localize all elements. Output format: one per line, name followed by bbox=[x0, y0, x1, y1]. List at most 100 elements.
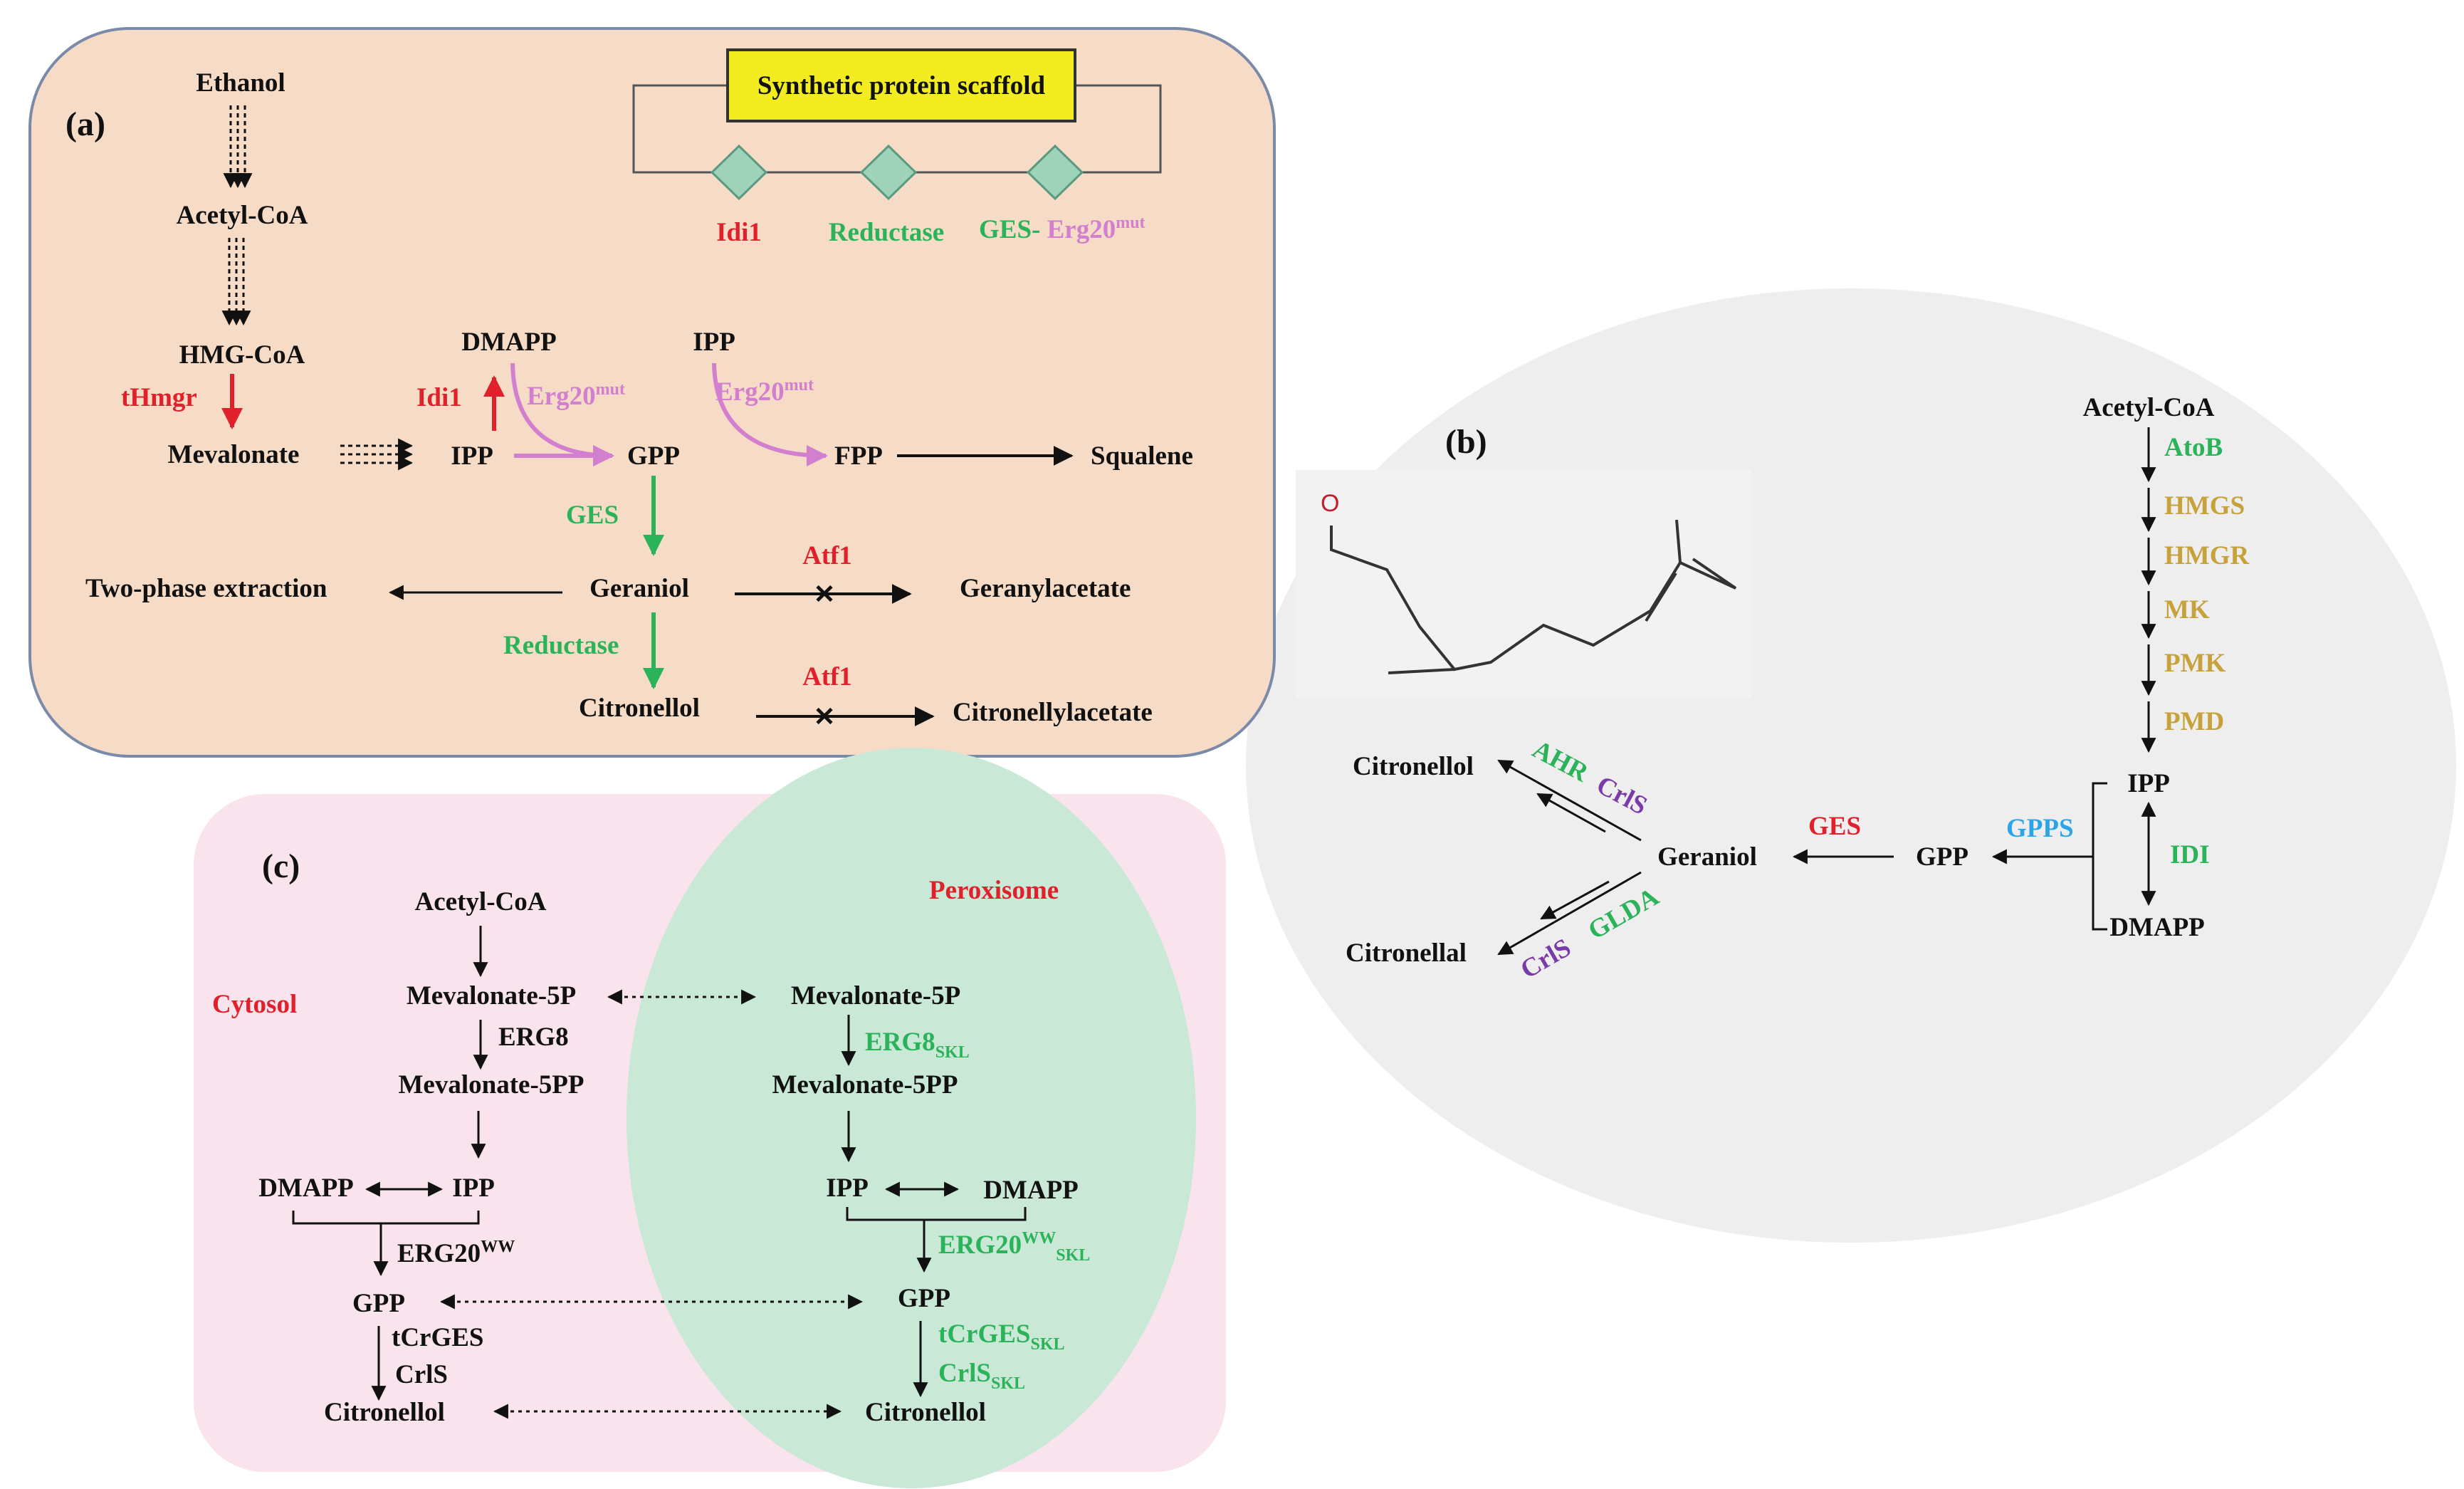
scaffold-ges-erg20: GES- Erg20mut bbox=[979, 214, 1146, 244]
fpp-label: FPP bbox=[834, 442, 883, 471]
b-enzyme-pmd: PMD bbox=[2164, 707, 2224, 736]
skeleton-methyl-2 bbox=[1675, 519, 1682, 563]
c-mev5pp: Mevalonate-5PP bbox=[399, 1070, 584, 1099]
b-geraniol: Geraniol bbox=[1657, 842, 1757, 872]
geranylacetate-label: Geranylacetate bbox=[960, 574, 1131, 603]
c-crls: CrlS bbox=[395, 1360, 448, 1389]
molecule-oxygen: O bbox=[1321, 490, 1339, 517]
skeleton-methyl-1 bbox=[1388, 668, 1455, 674]
p-ipp: IPP bbox=[826, 1174, 869, 1203]
erg20-label-1: Erg20mut bbox=[527, 380, 625, 411]
squalene-label: Squalene bbox=[1091, 442, 1193, 471]
atf1-label-2: Atf1 bbox=[802, 662, 852, 691]
mevalonate-label: Mevalonate bbox=[168, 440, 300, 469]
c-ipp: IPP bbox=[452, 1174, 495, 1203]
ges-label: GES bbox=[566, 501, 619, 530]
acetyl-coa-label: Acetyl-CoA bbox=[177, 201, 308, 230]
c-dmapp: DMAPP bbox=[258, 1174, 354, 1203]
scaffold-diamond-3 bbox=[1026, 144, 1084, 201]
panel-a: (a) Synthetic protein scaffold Idi1 Redu… bbox=[28, 27, 1276, 758]
c-cytosol: Cytosol bbox=[212, 990, 297, 1019]
p-gpp: GPP bbox=[898, 1284, 950, 1313]
p-crls: CrlSSKL bbox=[938, 1359, 1025, 1393]
c-acetyl-coa: Acetyl-CoA bbox=[415, 887, 547, 916]
hmg-coa-label: HMG-CoA bbox=[179, 340, 305, 370]
citronellol-label: Citronellol bbox=[579, 694, 700, 723]
geraniol-label: Geraniol bbox=[589, 574, 689, 603]
b-enzyme-pmk: PMK bbox=[2164, 649, 2226, 678]
b-to-citronellal-arrow bbox=[1497, 871, 1642, 956]
dotted-arrow-acetyl bbox=[221, 238, 251, 326]
skeleton-double-bond bbox=[1645, 572, 1677, 622]
dotted-arrow-ethanol bbox=[223, 105, 253, 189]
scaffold-reductase: Reductase bbox=[829, 218, 944, 247]
scaffold-title: Synthetic protein scaffold bbox=[757, 71, 1046, 100]
b-to-citronellal-arrow-2 bbox=[1540, 880, 1610, 920]
idi1-label: Idi1 bbox=[416, 383, 462, 412]
peroxisome-background bbox=[627, 748, 1196, 1488]
scaffold-erg20: Erg20 bbox=[1047, 215, 1116, 244]
p-erg8: ERG8SKL bbox=[865, 1028, 970, 1062]
b-to-citronellol-arrow bbox=[1497, 759, 1642, 842]
panel-c: (c) Cytosol Peroxisome Acetyl-CoA Mevalo… bbox=[194, 748, 1226, 1488]
p-bracket bbox=[846, 1207, 1027, 1221]
panel-a-background bbox=[28, 27, 1276, 758]
citronellal-skeleton bbox=[1330, 526, 1737, 672]
b-ges: GES bbox=[1808, 812, 1861, 841]
panel-c-label: (c) bbox=[262, 847, 300, 885]
p-tcrges: tCrGESSKL bbox=[938, 1320, 1065, 1354]
c-citronellol: Citronellol bbox=[324, 1398, 445, 1427]
panel-b-label: (b) bbox=[1445, 423, 1487, 461]
p-citronellol: Citronellol bbox=[865, 1398, 986, 1427]
scaffold-ges: GES- bbox=[979, 215, 1047, 244]
two-phase-label: Two-phase extraction bbox=[85, 574, 327, 603]
scaffold-diamond-2 bbox=[859, 144, 918, 201]
c-peroxisome: Peroxisome bbox=[929, 876, 1059, 905]
thmgr-label: tHmgr bbox=[121, 383, 197, 412]
gpp-label: GPP bbox=[627, 442, 680, 471]
b-enzyme-mk: MK bbox=[2164, 595, 2210, 625]
ipp-label: IPP bbox=[451, 442, 493, 471]
panel-b: (b) O Acetyl-CoA AtoB HMGS HMGR MK PMK P… bbox=[1321, 393, 2250, 985]
scaffold-box bbox=[726, 48, 1076, 122]
p-mev5pp: Mevalonate-5PP bbox=[772, 1070, 958, 1099]
c-tcrges: tCrGES bbox=[392, 1323, 484, 1352]
b-to-citronellol-arrow-2 bbox=[1536, 793, 1606, 833]
p-dmapp: DMAPP bbox=[983, 1176, 1079, 1205]
c-erg20ww: ERG20WW bbox=[397, 1238, 515, 1268]
block-x-2: ✕ bbox=[813, 703, 835, 732]
molecule-background bbox=[1296, 470, 1751, 698]
ipp-top-label: IPP bbox=[693, 328, 735, 357]
scaffold-idi1: Idi1 bbox=[716, 218, 762, 247]
dmapp-label: DMAPP bbox=[461, 328, 557, 357]
scaffold-erg20-mut: mut bbox=[1116, 214, 1145, 232]
b-enzyme-hmgs: HMGS bbox=[2164, 491, 2245, 521]
panel-a-label: (a) bbox=[65, 105, 105, 143]
b-acetyl-coa: Acetyl-CoA bbox=[2083, 393, 2215, 422]
b-gpp: GPP bbox=[1916, 842, 1968, 872]
ethanol-label: Ethanol bbox=[196, 68, 285, 98]
dotted-arrow-mevalonate bbox=[340, 438, 414, 471]
b-citronellol: Citronellol bbox=[1353, 752, 1474, 781]
p-erg20: ERG20WWSKL bbox=[938, 1229, 1090, 1265]
b-idi: IDI bbox=[2170, 840, 2210, 869]
citronellylacetate-label: Citronellylacetate bbox=[953, 698, 1153, 727]
c-erg8: ERG8 bbox=[498, 1023, 569, 1052]
erg20-curve-2 bbox=[712, 362, 828, 466]
c-gpp: GPP bbox=[352, 1289, 405, 1318]
b-enzyme-hmgr: HMGR bbox=[2164, 541, 2250, 570]
b-gpps: GPPS bbox=[2006, 814, 2074, 843]
b-dmapp: DMAPP bbox=[2109, 913, 2205, 942]
c-mev5p: Mevalonate-5P bbox=[407, 981, 576, 1010]
b-citronellal: Citronellal bbox=[1346, 939, 1467, 968]
c-bracket bbox=[292, 1211, 480, 1225]
p-mev5p: Mevalonate-5P bbox=[791, 981, 960, 1010]
b-ipp: IPP bbox=[2127, 769, 2170, 798]
erg20-label-2: Erg20mut bbox=[715, 376, 814, 407]
scaffold-diamond-1 bbox=[710, 144, 768, 201]
block-x-1: ✕ bbox=[813, 580, 835, 610]
b-enzyme-atob: AtoB bbox=[2164, 433, 2223, 462]
reductase-label: Reductase bbox=[503, 631, 619, 660]
atf1-label-1: Atf1 bbox=[802, 541, 852, 570]
